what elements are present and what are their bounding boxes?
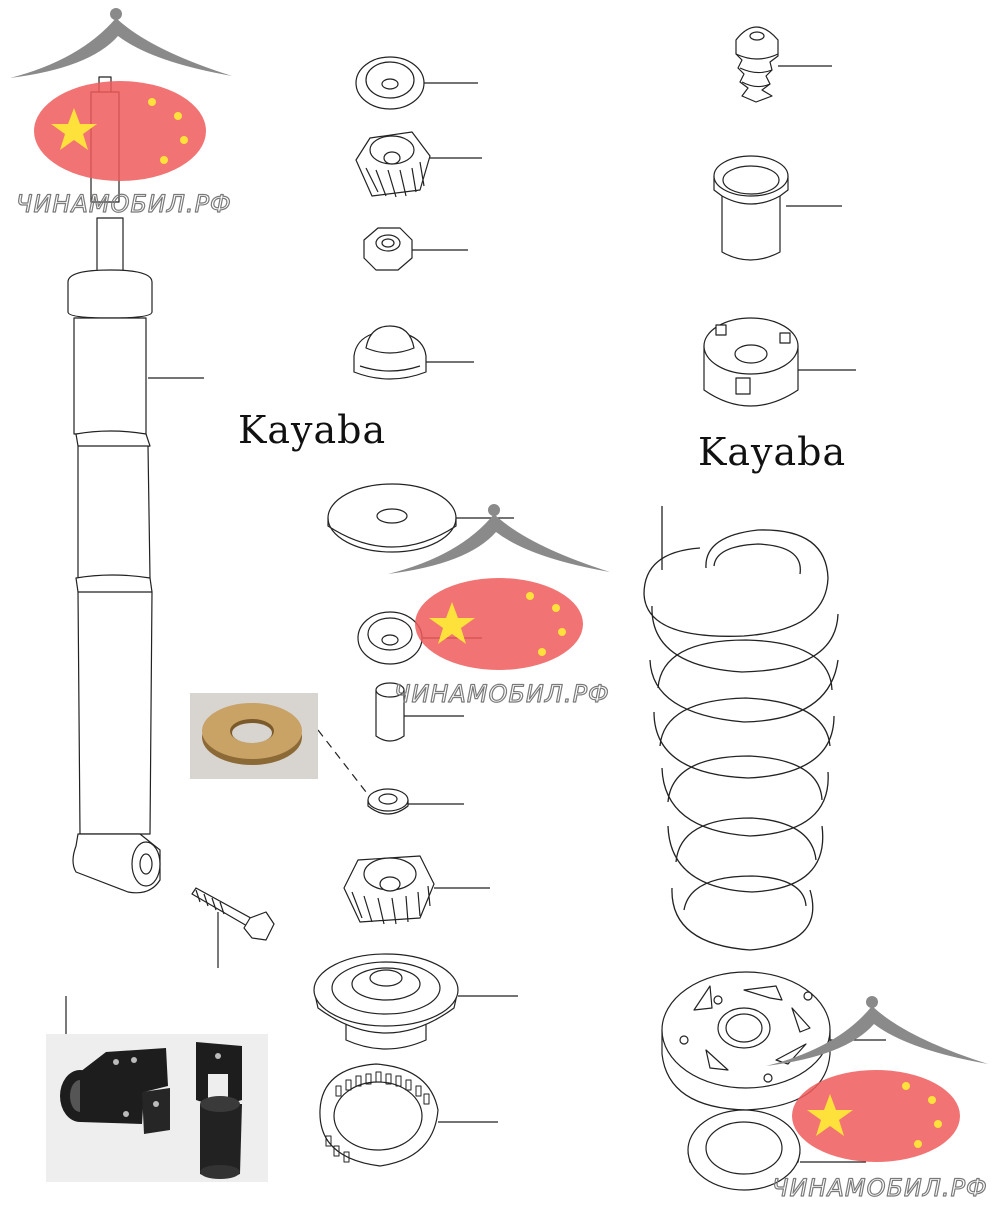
ring-spacer-icon	[317, 729, 464, 815]
sleeve-icon	[375, 682, 464, 742]
watermark-text: ЧИНАМОБИЛ.РФ	[772, 1174, 988, 1202]
spring-insulator-top-icon	[313, 953, 518, 1050]
watermark-logo: ЧИНАМОБИЛ.РФ	[388, 504, 610, 709]
spring-isolator-icon	[319, 1063, 498, 1167]
watermark-logo: ЧИНАМОБИЛ.РФ	[766, 996, 988, 1203]
ribbed-bushing-lower-icon	[343, 855, 490, 925]
coil-spring-icon	[643, 506, 839, 951]
ring-gasket-icon	[687, 1109, 866, 1191]
bolt-icon	[191, 887, 275, 968]
watermark-text: ЧИНАМОБИЛ.РФ	[394, 680, 610, 708]
ribbed-bushing-icon	[355, 131, 482, 198]
mounting-bracket-icon	[60, 1042, 242, 1179]
bump-stop-icon	[735, 26, 832, 103]
ring-spacer-photo-icon	[202, 703, 302, 765]
spring-seat-block-icon	[703, 317, 856, 407]
brand-label-kayaba-right: Kayaba	[698, 430, 847, 474]
nut-icon	[363, 227, 468, 271]
dust-boot-icon	[713, 155, 842, 261]
large-washer-icon	[327, 483, 514, 553]
ring-spacer-photo	[190, 693, 318, 779]
cup-washer-icon	[355, 56, 478, 110]
rubber-mount-icon	[353, 325, 474, 380]
watermark-text: ЧИНАМОБИЛ.РФ	[16, 190, 232, 218]
brand-label-kayaba-left: Kayaba	[238, 408, 387, 452]
mounting-bracket-photo	[46, 1034, 268, 1182]
lower-spring-plate-icon	[661, 971, 886, 1111]
watermark-logo: ЧИНАМОБИЛ.РФ	[10, 8, 232, 219]
flag-oval	[34, 81, 206, 181]
